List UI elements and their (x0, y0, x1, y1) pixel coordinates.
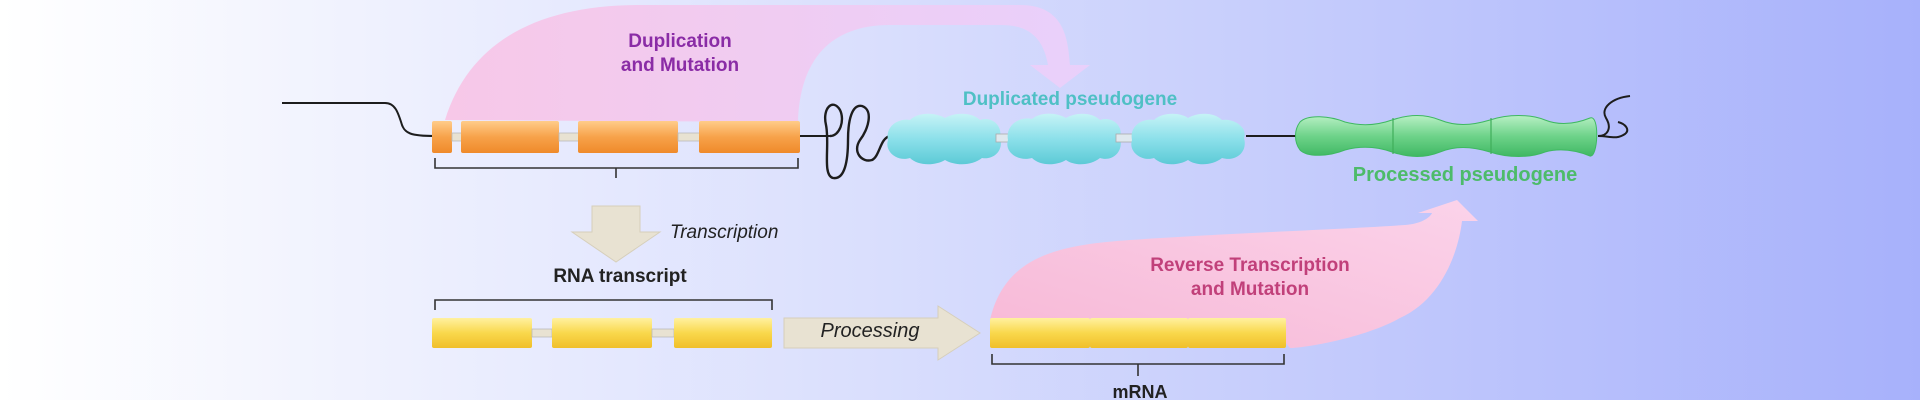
reverse-transcription-label: Reverse Transcription and Mutation (1080, 254, 1420, 302)
gene-intron (677, 132, 701, 142)
duplication-arrow (445, 5, 1090, 122)
rna-exon (552, 318, 652, 348)
mrna-exon (990, 318, 1090, 348)
gene-exon (578, 121, 678, 153)
rna-exon (674, 318, 772, 348)
gene-exon (432, 121, 452, 153)
pseudogene-intron (1115, 133, 1135, 143)
pseudogene-block (1007, 113, 1121, 165)
dna-tail (1597, 121, 1629, 139)
mrna (990, 318, 1286, 348)
rna-intron (651, 328, 675, 338)
processed-pseudogene-label: Processed pseudogene (1352, 164, 1578, 186)
mrna-exon (1090, 318, 1188, 348)
duplicated-pseudogene (887, 113, 1245, 165)
dna-loop (823, 103, 891, 180)
processing-arrow (783, 305, 981, 361)
dna-strand (282, 102, 436, 137)
gene-intron (451, 132, 463, 142)
gene-exon (461, 121, 559, 153)
rna-intron (531, 328, 553, 338)
mrna-exon (1188, 318, 1286, 348)
pseudogene-block (887, 113, 1001, 165)
gene-exon (699, 121, 800, 153)
processing-label: Processing (820, 320, 920, 342)
gene-intron (558, 132, 580, 142)
processed-pseudogene (1295, 115, 1598, 157)
reverse-transcription-arrow (990, 200, 1478, 348)
duplication-mutation-line2: and Mutation (620, 55, 740, 76)
duplication-mutation-line1: Duplication (628, 31, 732, 52)
rna-exon (432, 318, 532, 348)
transcription-arrow (570, 205, 662, 263)
mrna-label: mRNA (1112, 382, 1168, 400)
duplicated-pseudogene-label: Duplicated pseudogene (962, 89, 1178, 110)
dna-tail (1597, 95, 1631, 137)
rna-transcript-bracket (434, 299, 773, 310)
mrna-bracket (991, 354, 1285, 376)
rna-transcript (432, 318, 772, 348)
reverse-transcription-line2: and Mutation (1190, 279, 1310, 300)
transcription-label: Transcription (670, 222, 779, 243)
gene (432, 121, 800, 153)
reverse-transcription-line1: Reverse Transcription (1150, 255, 1350, 276)
pseudogene-block (1131, 113, 1245, 165)
gene-bracket (434, 158, 799, 178)
rna-transcript-label: RNA transcript (553, 266, 687, 287)
duplication-mutation-label: Duplication and Mutation (560, 30, 800, 78)
